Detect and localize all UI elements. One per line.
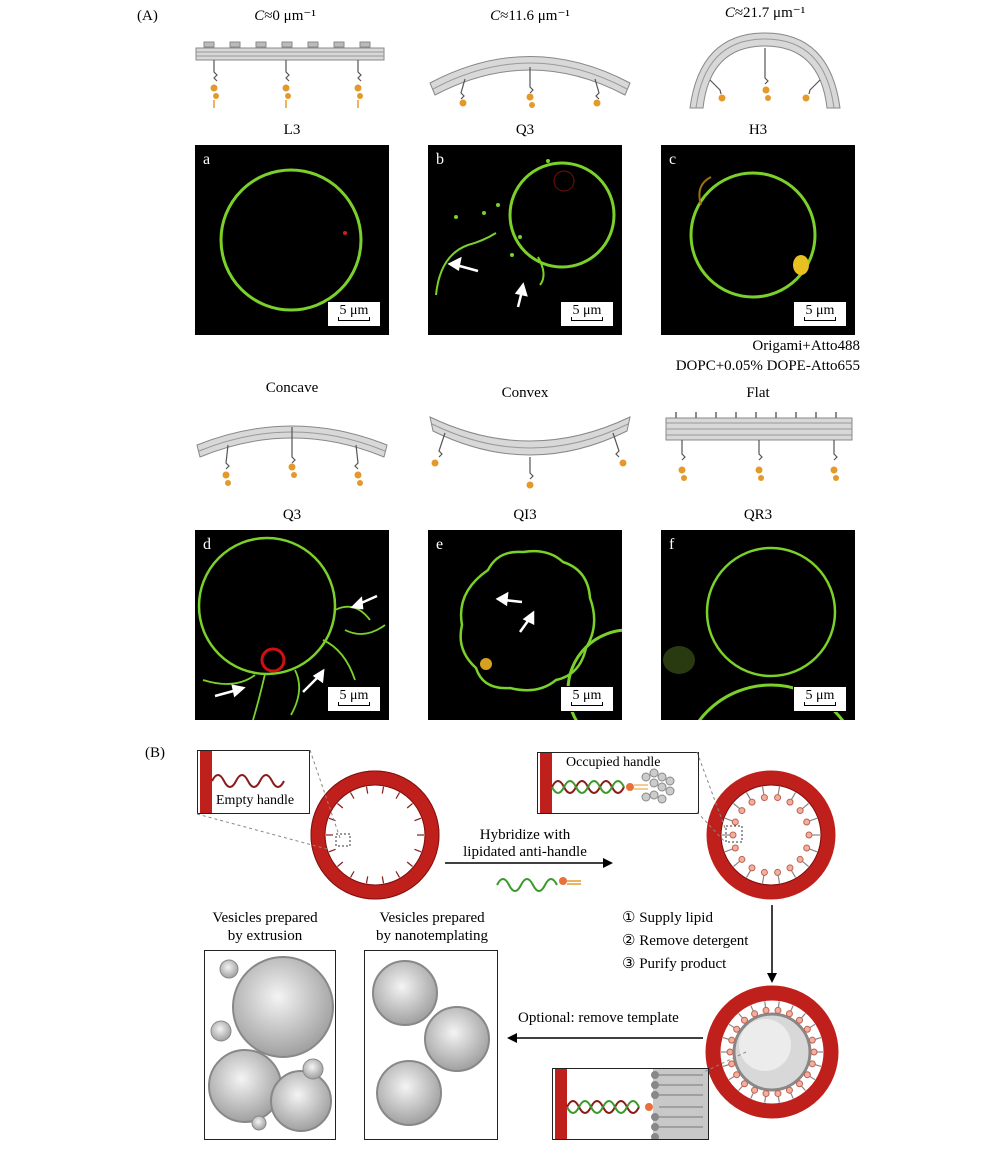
empty-handle-label: Empty handle — [216, 793, 295, 808]
panel-letter-d: d — [203, 536, 211, 553]
remove-template-arrow — [507, 1033, 703, 1043]
shape-label-concave: Concave — [265, 380, 319, 396]
down-arrow — [767, 905, 777, 983]
origami-convex-schematic — [429, 416, 631, 489]
panel-title-l3: L3 — [283, 122, 301, 138]
ring-occupied-handles — [706, 770, 836, 900]
step-remove-detergent: ② Remove detergent — [622, 933, 749, 949]
scale-bar: 5 μm — [793, 301, 847, 327]
ring-empty-handles — [310, 770, 440, 900]
origami-h3-schematic — [689, 32, 841, 109]
inset-connector-lines-3 — [703, 1051, 747, 1073]
micrograph-a: a 5 μm — [195, 145, 389, 335]
curvature-label-2: C≈11.6 μm⁻¹ — [490, 8, 570, 24]
panel-letter-f: f — [669, 536, 675, 553]
micrograph-e: e 5 μm — [428, 530, 622, 720]
scale-bar: 5 μm — [327, 301, 381, 327]
hybridize-label-1: Hybridize with — [479, 827, 571, 843]
inset-connector-lines — [196, 750, 341, 850]
shape-label-convex: Convex — [501, 385, 549, 401]
ring-templated-vesicle — [705, 985, 839, 1119]
step-supply-lipid: ① Supply lipid — [622, 910, 713, 926]
legend-origami: Origami+Atto488 — [752, 338, 860, 354]
scale-bar: 5 μm — [793, 686, 847, 712]
panel-title-h3: H3 — [748, 122, 768, 138]
scale-bar: 5 μm — [327, 686, 381, 712]
micrograph-b: b 5 μm — [428, 145, 622, 335]
scale-bar: 5 μm — [560, 686, 614, 712]
occupied-handle-label: Occupied handle — [566, 755, 661, 770]
panel-letter-e: e — [436, 536, 444, 553]
panel-a-label: (A) — [137, 8, 158, 24]
panel-b-label: (B) — [145, 745, 165, 761]
inset-lipid-bilayer — [552, 1068, 709, 1140]
micrograph-d: d 5 μm — [195, 530, 389, 720]
micrograph-f: f 5 μm — [661, 530, 855, 720]
inset-occupied-handle: Occupied handle — [537, 752, 699, 814]
panel-title-qr3: QR3 — [743, 507, 773, 523]
shape-label-flat: Flat — [746, 385, 770, 401]
origami-concave-schematic — [196, 425, 388, 486]
panel-letter-b: b — [436, 151, 444, 168]
nanotemplating-label-1: Vesicles prepared — [379, 910, 485, 926]
hybridize-arrow — [445, 858, 613, 892]
origami-flat-qr3-schematic — [665, 412, 853, 481]
scale-bar: 5 μm — [560, 301, 614, 327]
hybridize-label-2: lipidated anti-handle — [463, 844, 587, 860]
extrusion-label-2: by extrusion — [227, 928, 303, 944]
panel-title-q3: Q3 — [515, 122, 535, 138]
optional-remove-template-label: Optional: remove template — [518, 1010, 679, 1026]
panel-letter-a: a — [203, 151, 211, 168]
curvature-label-3: C≈21.7 μm⁻¹ — [724, 5, 806, 21]
nanotemplating-label-2: by nanotemplating — [375, 928, 489, 944]
panel-title-qi3: QI3 — [513, 507, 537, 523]
vesicles-nanotemplating-box — [364, 950, 498, 1140]
panel-letter-c: c — [669, 151, 677, 168]
curvature-label-1: C≈0 μm⁻¹ — [254, 8, 316, 24]
inset-connector-lines-2 — [696, 751, 726, 843]
panel-title-q3-concave: Q3 — [282, 507, 302, 523]
step-purify-product: ③ Purify product — [622, 956, 727, 972]
micrograph-c: c 5 μm — [661, 145, 855, 335]
vesicles-extrusion-box — [204, 950, 336, 1140]
origami-flat-schematic — [195, 41, 385, 108]
origami-q3-schematic — [429, 56, 631, 108]
extrusion-label-1: Vesicles prepared — [212, 910, 318, 926]
inset-empty-handle: Empty handle — [197, 750, 310, 814]
legend-lipid: DOPC+0.05% DOPE-Atto655 — [675, 358, 860, 374]
